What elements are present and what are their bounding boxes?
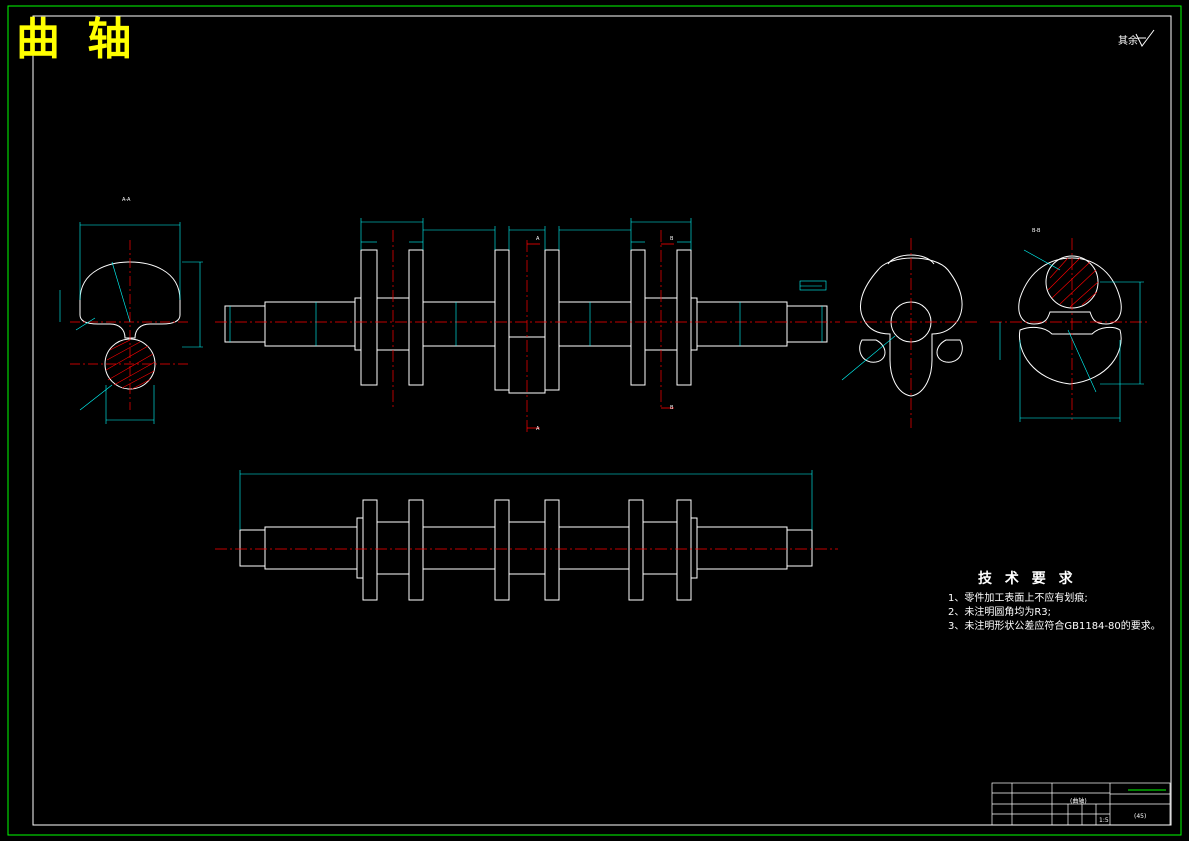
section-aa-centerlines (70, 240, 190, 410)
lower-view-dimensions (239, 470, 813, 530)
drawing-title: 曲 轴 (16, 14, 138, 65)
end-view-centerlines (845, 238, 978, 428)
main-view-centerlines (215, 230, 840, 432)
crankshaft-main-view (224, 249, 828, 394)
section-cut-marks (527, 243, 674, 429)
section-aa-label: A-A (122, 197, 131, 203)
end-view-dimensions (841, 335, 896, 381)
crankshaft-lower-view (239, 499, 813, 601)
section-bb-label: B-B (1032, 228, 1041, 234)
surface-note-text: 其余 (1118, 36, 1138, 47)
technical-requirements: 技 术 要 求 1、零件加工表面上不应有划痕; 2、未注明圆角均为R3; 3、未… (948, 568, 1161, 634)
cut-label-b-bottom: B (670, 405, 674, 411)
cut-label-a-top: A (536, 236, 540, 242)
title-block (991, 782, 1171, 826)
cut-label-b-top: B (670, 236, 674, 242)
inner-frame (32, 15, 1172, 826)
technical-requirements-heading: 技 术 要 求 (978, 571, 1077, 587)
section-bb-view (1018, 255, 1122, 385)
title-block-material: (45) (1134, 813, 1147, 820)
requirement-item: 3、未注明形状公差应符合GB1184-80的要求。 (948, 621, 1161, 632)
title-block-scale: 1:5 (1099, 817, 1109, 824)
requirement-item: 1、零件加工表面上不应有划痕; (948, 593, 1088, 604)
section-aa-dimensions (59, 222, 203, 424)
roughness-check-icon (1135, 29, 1155, 47)
title-block-drawing-name: (曲轴) (1070, 798, 1087, 805)
section-bb-dimensions (999, 249, 1144, 422)
main-view-dimensions (229, 218, 827, 346)
outer-frame (7, 5, 1182, 836)
section-bb-hatch (1047, 257, 1099, 308)
section-aa-hatch (105, 339, 156, 390)
cut-label-a-bottom: A (536, 426, 540, 432)
requirement-item: 2、未注明圆角均为R3; (948, 607, 1052, 618)
section-bb-centerlines (990, 238, 1150, 420)
